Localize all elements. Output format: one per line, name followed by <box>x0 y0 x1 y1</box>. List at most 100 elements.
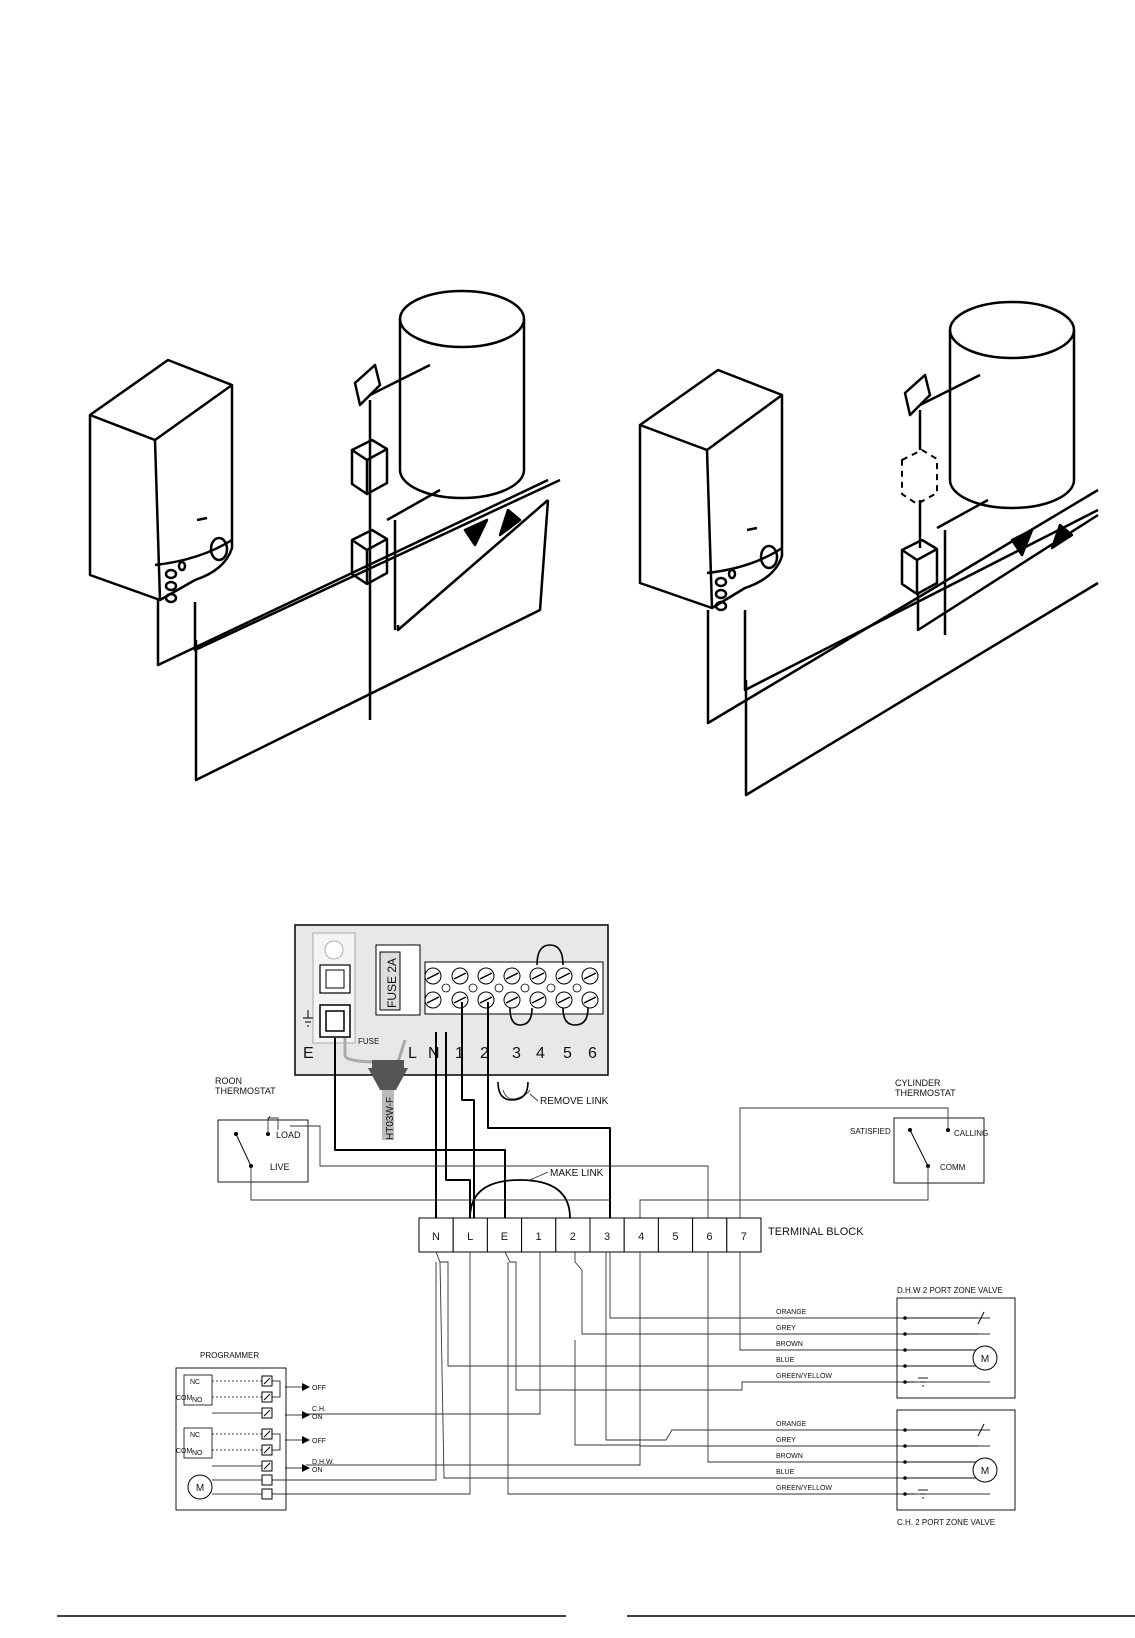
valve-wire-label: GREY <box>776 1437 796 1444</box>
valve-wire-label: GREEN/YELLOW <box>776 1373 832 1380</box>
terminal-screw-slot <box>557 972 571 980</box>
panel-terminal-n: N <box>428 1045 440 1062</box>
panel-link-bottom-right <box>562 1007 589 1026</box>
terminal-divider <box>494 983 504 993</box>
programmer-off-label: OFF <box>312 1385 326 1392</box>
cable-gland: HT03W-F <box>343 1038 408 1140</box>
terminal-screw-slot <box>531 972 545 980</box>
panel-terminal-2: 2 <box>480 1045 489 1062</box>
programmer-terminal-screw <box>263 1393 271 1401</box>
terminal-screw-slot <box>583 996 597 1004</box>
programmer-off-label: OFF <box>312 1438 326 1445</box>
terminal-block-label-l: L <box>467 1231 473 1243</box>
dhw-valve-label: D.H.W 2 PORT ZONE VALVE <box>897 1286 1003 1295</box>
valve-wire-label: GREY <box>776 1325 796 1332</box>
valve-switch-contact <box>977 1423 985 1437</box>
panel-terminal-1: 1 <box>455 1045 464 1062</box>
terminal-screw-slot <box>583 972 597 980</box>
terminal-block-label-6: 6 <box>707 1231 713 1243</box>
calling-label: CALLING <box>954 1129 988 1138</box>
ch-valve-label: C.H. 2 PORT ZONE VALVE <box>897 1518 995 1527</box>
right-controls <box>900 373 989 635</box>
programmer-terminal-screw <box>263 1446 271 1454</box>
panel-terminal-5: 5 <box>563 1045 572 1062</box>
valve-wire-label: ORANGE <box>776 1421 807 1428</box>
programmer-output-arrow <box>302 1436 310 1444</box>
terminal-screw-slot <box>453 996 467 1004</box>
terminal-block-label-5: 5 <box>672 1231 678 1243</box>
left-system-schematic <box>88 289 561 782</box>
left-boiler <box>88 358 234 604</box>
terminal-divider <box>572 983 582 993</box>
right-boiler <box>638 368 784 612</box>
panel-terminal-4: 4 <box>536 1045 545 1062</box>
terminal-screws <box>424 967 599 1009</box>
programmer-label: PROGRAMMER <box>200 1351 259 1360</box>
relay-com-label: COM <box>176 1395 193 1402</box>
terminal-block-cell <box>589 1217 625 1253</box>
valve-switch-contact <box>977 1311 985 1325</box>
terminal-block-cell <box>657 1217 694 1253</box>
terminal-screw-slot <box>505 972 519 980</box>
valve-wire-label: BLUE <box>776 1357 795 1364</box>
valve-motor-icon <box>972 1457 998 1483</box>
terminal-block-cell <box>555 1217 591 1253</box>
terminal-screw-slot <box>426 996 440 1004</box>
terminal-block-label: TERMINAL BLOCK <box>768 1226 864 1238</box>
terminal-divider <box>468 983 478 993</box>
programmer-terminal-screw <box>263 1409 271 1417</box>
terminal-block-label-3: 3 <box>604 1231 610 1243</box>
fuse-small-label: FUSE <box>358 1037 379 1046</box>
make-link-label: MAKE LINK <box>550 1168 604 1179</box>
programmer-output-arrow <box>302 1411 310 1419</box>
panel-terminal-6: 6 <box>588 1045 597 1062</box>
remove-link-label: REMOVE LINK <box>540 1096 609 1107</box>
valve-wire-label: GREEN/YELLOW <box>776 1485 832 1492</box>
terminal-block-label-e: E <box>501 1231 508 1243</box>
programmer-terminal <box>261 1488 273 1500</box>
valve-motor-label: M <box>981 1466 989 1477</box>
panel-link-top <box>536 944 564 966</box>
programmer-terminal <box>261 1474 273 1486</box>
left-controls <box>350 363 441 720</box>
terminal-screw-slot <box>479 972 493 980</box>
terminal-block-cell <box>692 1217 728 1253</box>
panel-terminal-e: E <box>303 1045 314 1062</box>
valve-motor-label: M <box>981 1354 989 1365</box>
programmer-on-label: ON <box>312 1414 323 1421</box>
panel-earth-symbol <box>303 1010 313 1027</box>
room-load-label: LOAD <box>276 1130 301 1140</box>
dhw-zone-valve: D.H.W 2 PORT ZONE VALVE ORANGEGREYBROWNB… <box>776 1286 1016 1399</box>
terminal-screw-slot <box>453 972 467 980</box>
programmer-on-label: D.H.W. <box>312 1459 334 1466</box>
panel-terminal-3: 3 <box>512 1045 521 1062</box>
programmer-terminal-screw <box>263 1377 271 1385</box>
programmer-bridge <box>272 1433 281 1451</box>
relay-com-label: COM <box>176 1448 193 1455</box>
relay-no-label: NO <box>192 1397 203 1404</box>
valve-motor-icon <box>972 1345 998 1371</box>
right-cylinder <box>948 300 1076 510</box>
terminal-divider <box>546 983 556 993</box>
cable-type-label: HT03W-F <box>385 1097 396 1140</box>
terminal-block-label-4: 4 <box>638 1231 644 1243</box>
terminal-screw-slot <box>505 996 519 1004</box>
terminal-block-cell <box>623 1217 659 1253</box>
programmer-terminal-screw <box>263 1462 271 1470</box>
terminal-divider <box>441 983 451 993</box>
right-system-schematic <box>638 300 1099 797</box>
relay-no-label: NO <box>192 1450 203 1457</box>
programmer-output-arrow <box>302 1464 310 1472</box>
relay-nc-label: NC <box>190 1379 200 1386</box>
satisfied-label: SATISFIED <box>850 1127 891 1136</box>
valve-wire-label: BROWN <box>776 1341 803 1348</box>
